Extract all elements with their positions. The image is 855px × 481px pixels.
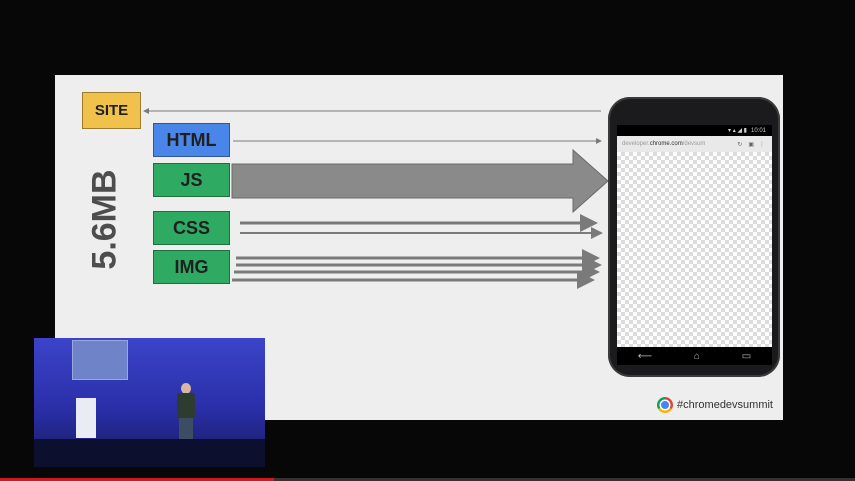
html-label: HTML <box>153 123 230 157</box>
back-icon: ⟵ <box>637 350 653 362</box>
video-progress-fill <box>0 478 274 481</box>
site-label: SITE <box>82 92 141 129</box>
status-time: 10:01 <box>750 127 766 134</box>
url-text: developer.chrome.com/devsum <box>622 141 734 147</box>
stage-floor <box>34 439 265 467</box>
url-domain: chrome.com <box>649 141 683 147</box>
css-label: CSS <box>153 211 230 245</box>
phone-mockup: ▾ ▴ ◢ ▮ 10:01 developer.chrome.com/devsu… <box>608 97 780 377</box>
android-nav-bar: ⟵ ⌂ ▭ <box>617 347 772 365</box>
menu-icon: ⋮ <box>759 141 765 148</box>
status-icons: ▾ ▴ ◢ ▮ <box>728 128 747 134</box>
video-progress-bar[interactable] <box>0 478 855 481</box>
tabs-icon: ▣ <box>748 141 754 148</box>
stage-screen <box>72 340 128 380</box>
speaker-camera-inset <box>34 338 265 467</box>
phone-screen: ▾ ▴ ◢ ▮ 10:01 developer.chrome.com/devsu… <box>617 125 772 365</box>
resource-arrows <box>143 108 609 289</box>
img-label: IMG <box>153 250 230 284</box>
speaker-torso <box>177 393 195 419</box>
speaker-head <box>181 383 191 394</box>
url-suffix: /devsum <box>682 141 706 147</box>
browser-url-bar: developer.chrome.com/devsum ↻ ▣ ⋮ <box>617 136 772 153</box>
reload-icon: ↻ <box>737 141 743 148</box>
blank-page-content <box>617 152 772 347</box>
recents-icon: ▭ <box>741 350 752 362</box>
phone-status-bar: ▾ ▴ ◢ ▮ 10:01 <box>617 125 772 136</box>
chrome-logo-icon <box>657 397 674 413</box>
home-icon: ⌂ <box>693 350 700 362</box>
podium <box>76 398 96 438</box>
url-prefix: developer. <box>622 141 650 147</box>
hashtag: #chromedevsummit <box>657 397 773 413</box>
js-arrow <box>231 148 609 214</box>
js-label: JS <box>153 163 230 197</box>
hashtag-text: #chromedevsummit <box>677 399 773 411</box>
